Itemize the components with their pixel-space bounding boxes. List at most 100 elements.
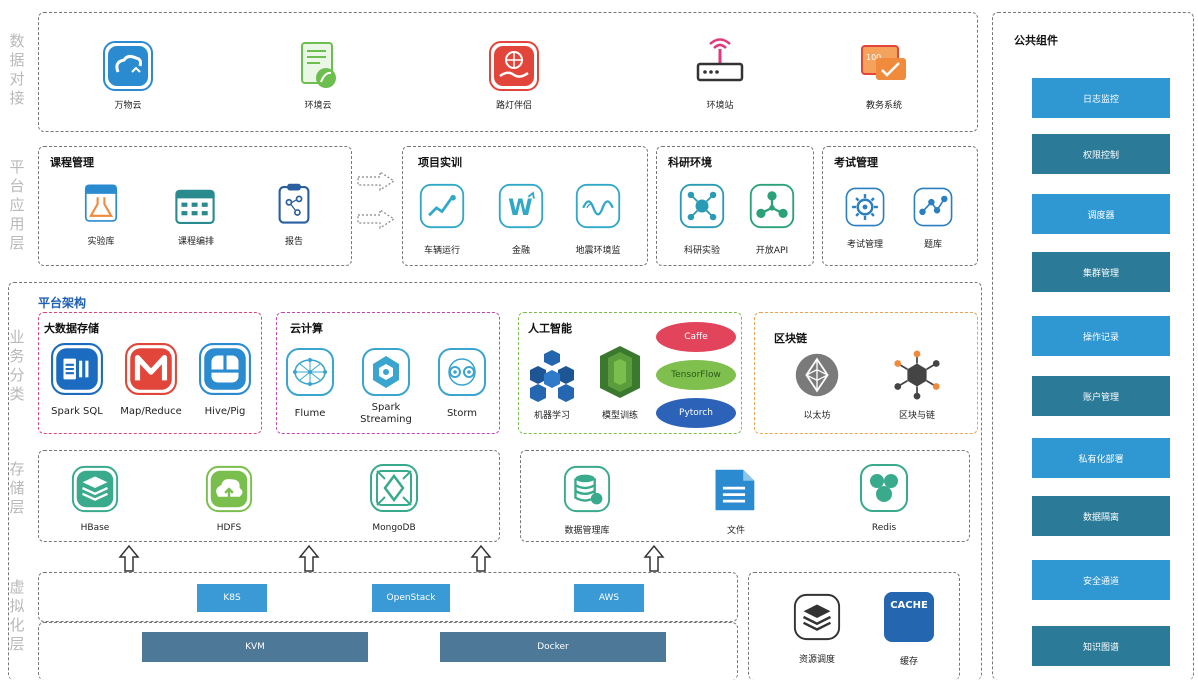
trend-chart-icon [418, 182, 466, 230]
course-mgmt-title: 课程管理 [50, 156, 94, 169]
ai-label-0: 机器学习 [533, 411, 571, 421]
k8s-block: K8S [197, 584, 267, 612]
aws-block: AWS [574, 584, 644, 612]
redis-icon [858, 462, 910, 514]
cloud-label-1: Spark Streaming [360, 402, 412, 425]
arrow-right-icon [356, 208, 396, 230]
m-logo-icon [124, 342, 178, 396]
calendar-icon [173, 184, 217, 228]
public-item-7: 数据隔离 [1032, 496, 1170, 536]
exam-mgmt-label-0: 考试管理 [846, 240, 884, 250]
blockchain-label-1: 区块与链 [898, 411, 936, 421]
storage-label-0: HBase [80, 523, 110, 533]
cloud-panel [276, 312, 500, 434]
document-leaf-icon [292, 40, 344, 92]
ai-title: 人工智能 [528, 322, 572, 335]
spark-sql-icon [50, 342, 104, 396]
public-item-3: 集群管理 [1032, 252, 1170, 292]
network-chat-icon [678, 182, 726, 230]
platform-arch-panel [8, 282, 982, 680]
storage-label-2: MongoDB [372, 523, 416, 533]
resource-label-1: 缓存 [899, 657, 919, 667]
globe-hand-icon [488, 40, 540, 92]
public-title: 公共组件 [1014, 34, 1058, 47]
course-mgmt-panel [38, 146, 352, 266]
cloud-upload-icon [204, 464, 254, 514]
framework-caffe: Caffe [656, 322, 736, 352]
gear-icon [844, 186, 886, 228]
cloud-title: 云计算 [290, 322, 323, 335]
course-mgmt-label-1: 课程编排 [177, 237, 215, 247]
bigdata-label-0: Spark SQL [51, 406, 103, 417]
education-icon: 100 [858, 40, 910, 92]
data-dock-label-2: 路灯伴侣 [495, 101, 533, 111]
layer-label-platform-app: 平台应用层 [9, 158, 25, 252]
research-env-label-0: 科研实验 [683, 246, 721, 256]
storm-icon [436, 346, 488, 398]
public-item-0: 日志监控 [1032, 78, 1170, 118]
cache-icon: CACHE [882, 590, 936, 644]
layers-stack-icon [792, 592, 842, 642]
arrow-right-icon [356, 170, 396, 192]
arrow-up-icon [298, 544, 320, 572]
cubes-icon [530, 348, 574, 402]
storage-label-5: Redis [871, 523, 897, 533]
kvm-block: KVM [142, 632, 368, 662]
bigdata-label-1: Map/Reduce [120, 406, 182, 417]
ai-label-1: 模型训练 [601, 411, 639, 421]
framework-tensorflow: TensorFlow [656, 360, 736, 390]
finance-w-icon: W [497, 182, 545, 230]
exam-mgmt-panel [822, 146, 978, 266]
bigdata-title: 大数据存储 [44, 322, 99, 335]
layers-icon [598, 344, 642, 400]
project-training-label-1: 金融 [511, 246, 531, 256]
project-training-label-0: 车辆运行 [423, 246, 461, 256]
storage-right-panel [520, 450, 970, 542]
storage-label-1: HDFS [216, 523, 242, 533]
public-item-8: 安全通道 [1032, 560, 1170, 600]
public-item-6: 私有化部署 [1032, 438, 1170, 478]
data-dock-label-1: 环境云 [304, 101, 332, 111]
svg-text:100: 100 [866, 53, 881, 62]
exam-mgmt-label-1: 题库 [923, 240, 943, 250]
arrow-up-icon [118, 544, 140, 572]
flask-icon [79, 182, 123, 226]
virtual-top-panel [38, 572, 738, 622]
layer-label-virtual: 虚拟化层 [9, 578, 25, 653]
data-dock-panel [38, 12, 978, 132]
research-env-label-1: 开放API [755, 246, 789, 256]
svg-text:W: W [508, 195, 532, 221]
router-icon [694, 36, 746, 88]
blockchain-title: 区块链 [774, 332, 807, 345]
stack-icon [70, 464, 120, 514]
blockchain-panel [754, 312, 978, 434]
svg-text:CACHE: CACHE [890, 600, 928, 611]
exam-mgmt-title: 考试管理 [834, 156, 878, 169]
layer-label-data-dock: 数据对接 [9, 32, 25, 107]
public-item-5: 账户管理 [1032, 376, 1170, 416]
project-training-panel [402, 146, 648, 266]
data-dock-label-4: 教务系统 [865, 101, 903, 111]
mongo-icon [368, 462, 420, 514]
virtual-bottom-panel [38, 622, 738, 680]
course-mgmt-label-0: 实验库 [87, 237, 115, 247]
layer-label-business: 业务分类 [9, 328, 25, 403]
blockchain-icon [892, 350, 942, 400]
public-panel [992, 12, 1194, 680]
resource-label-0: 资源调度 [798, 655, 836, 665]
research-env-title: 科研环境 [668, 156, 712, 169]
cloud-icon [102, 40, 154, 92]
public-item-9: 知识图谱 [1032, 626, 1170, 666]
clipboard-icon [272, 182, 316, 226]
layer-label-storage: 存储层 [9, 460, 25, 516]
file-icon [710, 466, 758, 514]
hive-icon [198, 342, 252, 396]
arrow-up-icon [643, 544, 665, 572]
blockchain-label-0: 以太坊 [803, 411, 831, 421]
public-item-1: 权限控制 [1032, 134, 1170, 174]
database-icon [562, 464, 612, 514]
public-item-4: 操作记录 [1032, 316, 1170, 356]
framework-pytorch: Pytorch [656, 398, 736, 428]
storage-left-panel [38, 450, 500, 542]
graph-icon [912, 186, 954, 228]
